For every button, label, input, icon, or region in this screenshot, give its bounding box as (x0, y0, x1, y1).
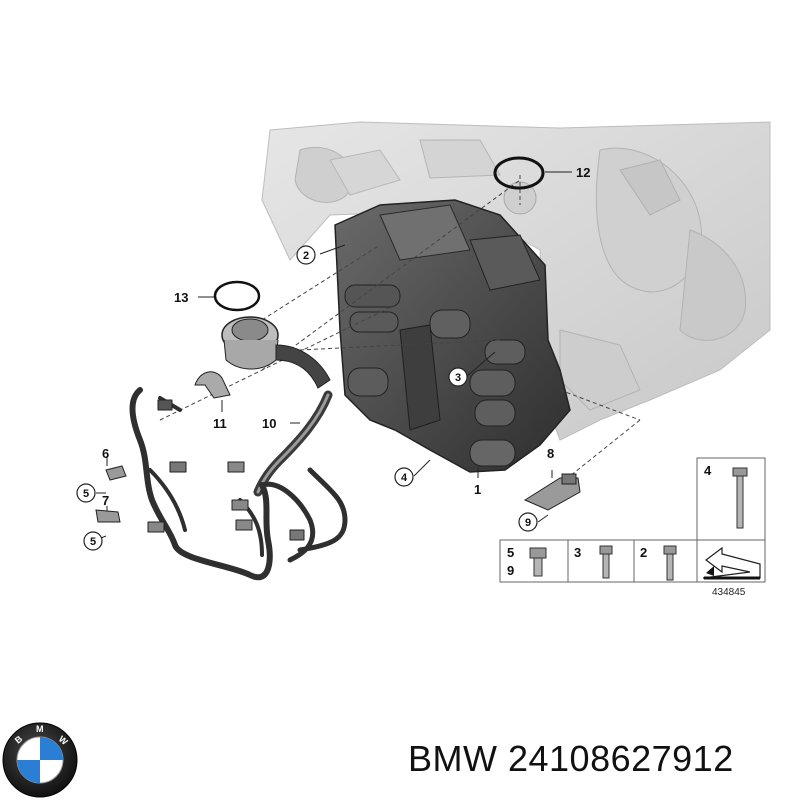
bolt-5-9-icon (529, 547, 547, 577)
bolt-2-icon (663, 545, 677, 581)
bolt-3-icon (599, 545, 613, 579)
callout-8: 8 (547, 446, 554, 461)
hardware-cell-2-label: 2 (640, 545, 647, 560)
svg-text:2: 2 (303, 250, 309, 262)
o-ring-13 (213, 280, 261, 312)
callout-9-circle: 9 (518, 512, 538, 532)
clip-11 (194, 371, 231, 399)
callout-2-circle: 2 (296, 245, 316, 265)
valve-body-unit (334, 199, 571, 473)
o-ring-12 (493, 156, 545, 190)
hardware-cell-4-label: 4 (704, 463, 712, 478)
clip-6 (105, 465, 127, 481)
clip-7 (95, 509, 121, 523)
callout-11: 11 (213, 416, 227, 431)
callout-5a-circle: 5 (76, 483, 96, 503)
bmw-logo-letter-m: M (36, 724, 44, 734)
svg-text:3: 3 (455, 372, 461, 384)
svg-text:5: 5 (83, 488, 89, 500)
hardware-cell-3-label: 3 (574, 545, 581, 560)
callout-7: 7 (102, 493, 109, 508)
gearbox-housing (261, 121, 771, 441)
assembly-direction-arrow-icon (702, 546, 761, 580)
bolt-4-icon (732, 467, 748, 529)
leader-lines (159, 175, 641, 501)
callout-3-circle: 3 (448, 367, 468, 387)
callout-12: 12 (576, 165, 590, 180)
callout-10: 10 (262, 416, 276, 431)
sensor-8 (523, 473, 581, 511)
svg-text:5: 5 (90, 536, 96, 548)
reference-number: 434845 (712, 587, 746, 598)
callout-1: 1 (474, 482, 481, 497)
wiring-harness (129, 387, 348, 581)
svg-text:9: 9 (525, 517, 531, 529)
hardware-table: 4 5 9 3 2 434845 (499, 457, 766, 598)
bmw-logo-letter-b: B (13, 733, 25, 745)
hardware-cell-5-label: 5 (507, 545, 514, 560)
hardware-cell-9-label: 9 (507, 563, 514, 578)
callout-4-circle: 4 (394, 467, 414, 487)
callout-13: 13 (174, 290, 188, 305)
oil-hose-10 (253, 390, 333, 497)
filler-neck (221, 316, 331, 389)
solid-leader-lines (95, 171, 572, 541)
svg-text:4: 4 (401, 472, 408, 484)
bmw-logo: B M W (2, 722, 78, 798)
callout-5b-circle: 5 (83, 531, 103, 551)
callout-6: 6 (102, 446, 109, 461)
part-number-caption: BMW 24108627912 (408, 738, 734, 779)
